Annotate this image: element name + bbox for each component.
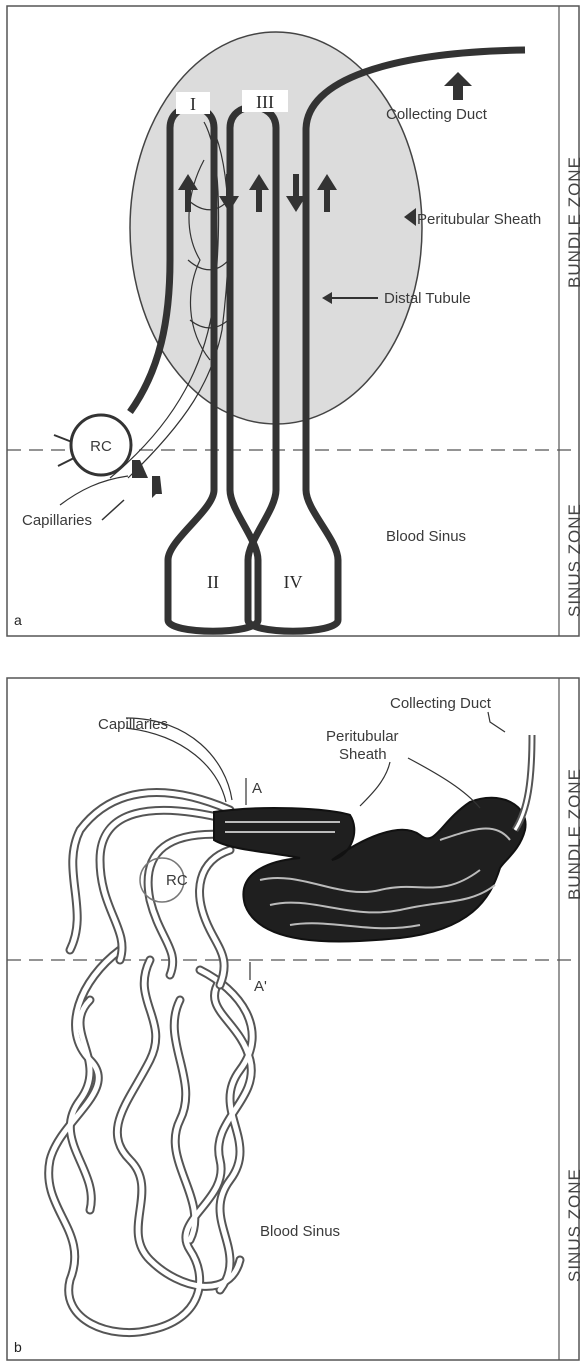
panel-b: RC Collecting Duct Capillaries Peritub xyxy=(7,678,584,1360)
distal-tubule-label: Distal Tubule xyxy=(384,290,471,307)
section-a-prime-label: A' xyxy=(254,978,267,995)
sinus-zone-label: SINUS ZONE xyxy=(565,503,584,617)
capillaries-label: Capillaries xyxy=(22,512,92,529)
panel-a: RC I III II IV Collecting Duct Peritubul… xyxy=(7,6,584,636)
segment-ii-label: II xyxy=(207,572,219,592)
rc-label: RC xyxy=(90,438,112,455)
rc-label-b: RC xyxy=(166,872,188,889)
bundle-zone-label-b: BUNDLE ZONE xyxy=(565,768,584,900)
panel-a-letter: a xyxy=(14,612,22,628)
segment-iv-label: IV xyxy=(284,572,303,592)
panel-b-frame xyxy=(7,678,579,1360)
collecting-duct-label: Collecting Duct xyxy=(386,106,488,123)
capillaries-label-b: Capillaries xyxy=(98,716,168,733)
peritubular-label-b: Peritubular xyxy=(326,728,399,745)
segment-i-label: I xyxy=(190,94,196,114)
section-a-label: A xyxy=(252,780,262,797)
bundle-zone-label: BUNDLE ZONE xyxy=(565,156,584,288)
collecting-duct-label-b: Collecting Duct xyxy=(390,695,492,712)
sinus-zone-label-b: SINUS ZONE xyxy=(565,1168,584,1282)
segment-iii-label: III xyxy=(256,92,274,112)
blood-sinus-label-b: Blood Sinus xyxy=(260,1223,340,1240)
blood-sinus-label: Blood Sinus xyxy=(386,528,466,545)
sheath-label-b: Sheath xyxy=(339,746,387,763)
panel-b-letter: b xyxy=(14,1339,22,1355)
peritubular-sheath-label: Peritubular Sheath xyxy=(417,211,541,228)
